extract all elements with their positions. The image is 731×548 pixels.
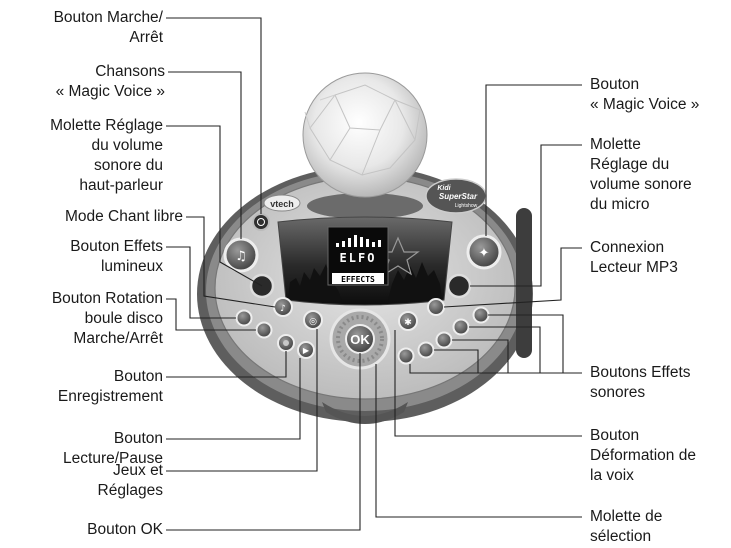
- side-knob: [516, 208, 532, 358]
- sound-effect-button-1[interactable]: [472, 306, 490, 324]
- label-magic-voice: Bouton « Magic Voice »: [590, 76, 700, 113]
- label-rotation: Bouton Rotation boule disco Marche/Arrêt: [51, 290, 163, 347]
- games-settings-button[interactable]: [303, 310, 323, 330]
- songs-icon: ♫: [235, 249, 247, 264]
- lcd-bottom-bar: [332, 273, 384, 284]
- label-jeux: Jeux et Réglages: [97, 462, 164, 499]
- label-marche-arret: Bouton Marche/ Arrêt: [53, 9, 163, 46]
- sound-effect-button-2[interactable]: [452, 318, 470, 336]
- logo-line3: Lightshow: [455, 203, 478, 209]
- eq-bars: [336, 235, 381, 247]
- voice-deform-button[interactable]: [398, 311, 418, 331]
- power-icon: [257, 218, 265, 226]
- label-selection: Molette de sélection: [590, 508, 663, 545]
- magic-wand-icon: ✦: [479, 246, 490, 261]
- play-pause-button[interactable]: [297, 341, 315, 359]
- label-mp3: Connexion Lecteur MP3: [590, 239, 678, 276]
- sound-effect-button-3[interactable]: [435, 331, 453, 349]
- record-icon: [283, 340, 289, 346]
- karaoke-device: vtech Kidi SuperStar Lightshow ELFO EFFE…: [197, 72, 533, 424]
- mic-icon: ♪: [280, 304, 286, 314]
- lcd-bottom-text: EFFECTS: [341, 275, 375, 284]
- label-deformation: Bouton Déformation de la voix: [590, 427, 696, 484]
- label-enregistrement: Bouton Enregistrement: [57, 368, 163, 405]
- sound-effect-button-4[interactable]: [417, 341, 435, 359]
- label-ok: Bouton OK: [87, 521, 163, 538]
- ok-button-label: OK: [350, 332, 370, 347]
- magic-voice-button[interactable]: [466, 234, 502, 270]
- lcd-top-text: ELFO: [340, 251, 377, 265]
- label-effets-sonores: Boutons Effets sonores: [590, 364, 691, 401]
- device-foot: [322, 402, 408, 424]
- label-chant-libre: Mode Chant libre: [64, 208, 183, 225]
- brand-badge: [263, 194, 301, 212]
- power-button[interactable]: [252, 213, 270, 231]
- disco-rotation-button[interactable]: [255, 321, 273, 339]
- light-effects-button[interactable]: [235, 309, 253, 327]
- label-lecture: Bouton Lecture/Pause: [63, 430, 163, 467]
- mic-volume-knob[interactable]: [446, 273, 472, 299]
- logo-line1: Kidi: [437, 185, 451, 192]
- label-chansons: Chansons « Magic Voice »: [55, 63, 165, 100]
- play-pause-icon: ▶: [303, 346, 310, 355]
- voice-deform-icon: ✱: [404, 318, 412, 328]
- mp3-connector[interactable]: [427, 298, 445, 316]
- sound-effect-button-5[interactable]: [397, 347, 415, 365]
- label-molette-micro: Molette Réglage du volume sonore du micr…: [590, 136, 692, 213]
- label-effets-lumineux: Bouton Effets lumineux: [70, 238, 163, 275]
- label-molette-hp: Molette Réglage du volume sonore du haut…: [50, 117, 163, 194]
- leader-lines: [166, 17, 582, 531]
- gamepad-icon: ◎: [309, 317, 317, 327]
- brand-text: vtech: [270, 199, 294, 209]
- selection-wheel-inner: [336, 315, 384, 363]
- disco-ball: [302, 72, 428, 219]
- logo-line2: SuperStar: [439, 192, 478, 201]
